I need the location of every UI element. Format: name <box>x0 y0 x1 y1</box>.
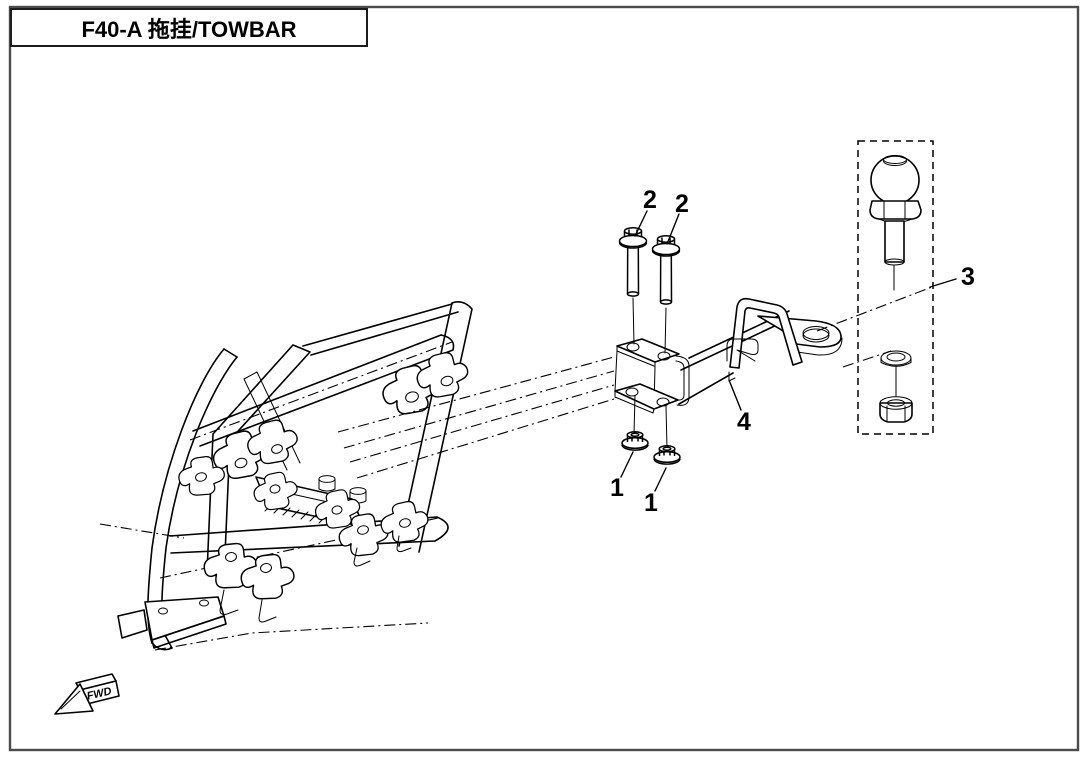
fender-tube-inner <box>161 356 238 638</box>
wire-clip <box>726 338 759 362</box>
callout-leader <box>634 210 648 237</box>
ball-washer <box>880 350 912 397</box>
hitch-ball <box>869 155 922 291</box>
flange-bolt <box>618 227 648 297</box>
callout-1: 1 <box>610 474 624 502</box>
callout-leader <box>620 451 634 478</box>
callout-2: 2 <box>643 186 657 214</box>
flange-nuts <box>621 431 681 465</box>
title-box: F40-A 拖挂/TOWBAR <box>10 8 368 47</box>
frame-bottom-plate <box>117 596 227 649</box>
fastener-centerlines <box>632 297 668 449</box>
fwd-label: FWD <box>86 685 113 702</box>
callout-leader <box>728 379 742 411</box>
callout-1: 1 <box>644 489 658 517</box>
towbar <box>614 297 843 414</box>
page-border <box>8 5 1080 752</box>
callout-4: 4 <box>737 408 751 436</box>
upper-rail-tube <box>302 303 459 356</box>
arrow-head <box>54 683 94 715</box>
page-title: F40-A 拖挂/TOWBAR <box>81 16 297 42</box>
ball-nut <box>879 396 913 423</box>
frame <box>99 301 474 651</box>
callout-3: 3 <box>961 263 975 291</box>
bracket-feet <box>219 535 412 623</box>
kit-dashed-box <box>857 140 934 435</box>
towbar-tongue <box>757 315 843 356</box>
flange-nut <box>653 445 681 465</box>
frame-bottom-edge <box>154 622 429 651</box>
flange-bolt <box>651 235 681 305</box>
kit-axis-line <box>816 286 933 332</box>
callout-2: 2 <box>675 190 689 218</box>
callout-leader <box>929 278 957 288</box>
fwd-arrow: FWD <box>54 673 120 715</box>
hitch-ball-kit <box>816 140 934 435</box>
flange-nut <box>621 431 649 451</box>
callouts: 1 1 2 2 3 4 <box>610 186 975 517</box>
flange-bolts <box>618 227 681 305</box>
callout-leader <box>666 213 680 245</box>
frame-mount-brackets <box>175 347 474 603</box>
towbar-mount-bracket <box>614 338 690 414</box>
projection-lines <box>337 356 615 479</box>
towbar-strap <box>729 297 803 369</box>
callout-leader <box>654 467 667 492</box>
bracket-holes <box>195 375 454 573</box>
